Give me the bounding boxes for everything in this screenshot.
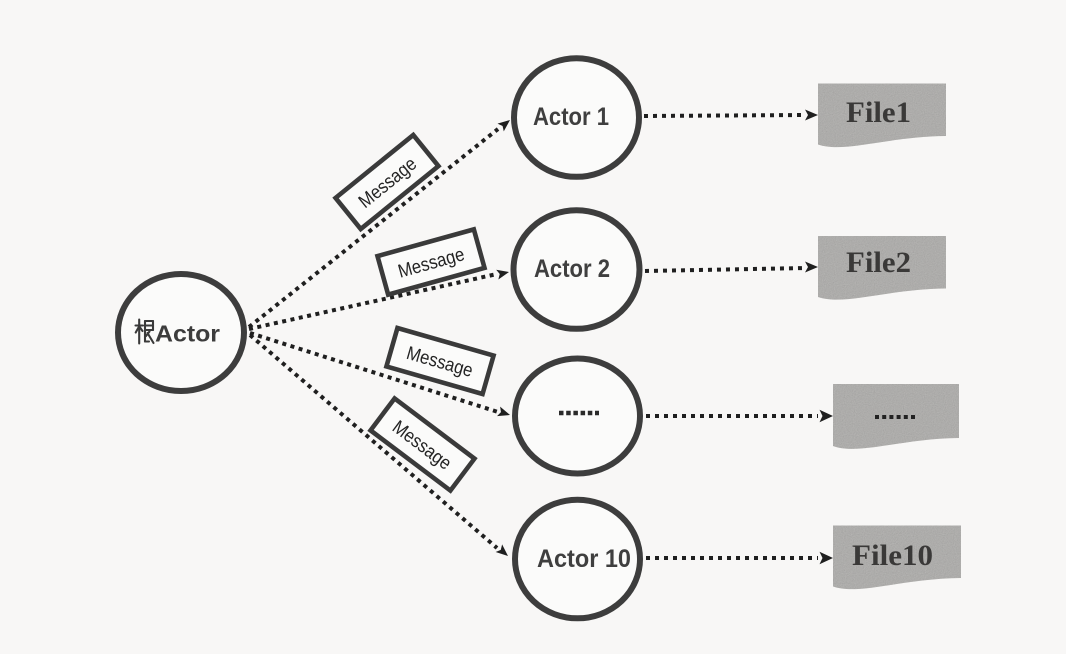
svg-text:File10: File10: [852, 539, 933, 572]
svg-text:Actor 10: Actor 10: [537, 545, 631, 573]
svg-text:Actor 2: Actor 2: [534, 255, 610, 283]
svg-text:Actor: Actor: [155, 321, 220, 347]
svg-text:Actor 1: Actor 1: [533, 103, 609, 131]
svg-text:File1: File1: [846, 96, 911, 129]
svg-text:File2: File2: [846, 246, 911, 279]
